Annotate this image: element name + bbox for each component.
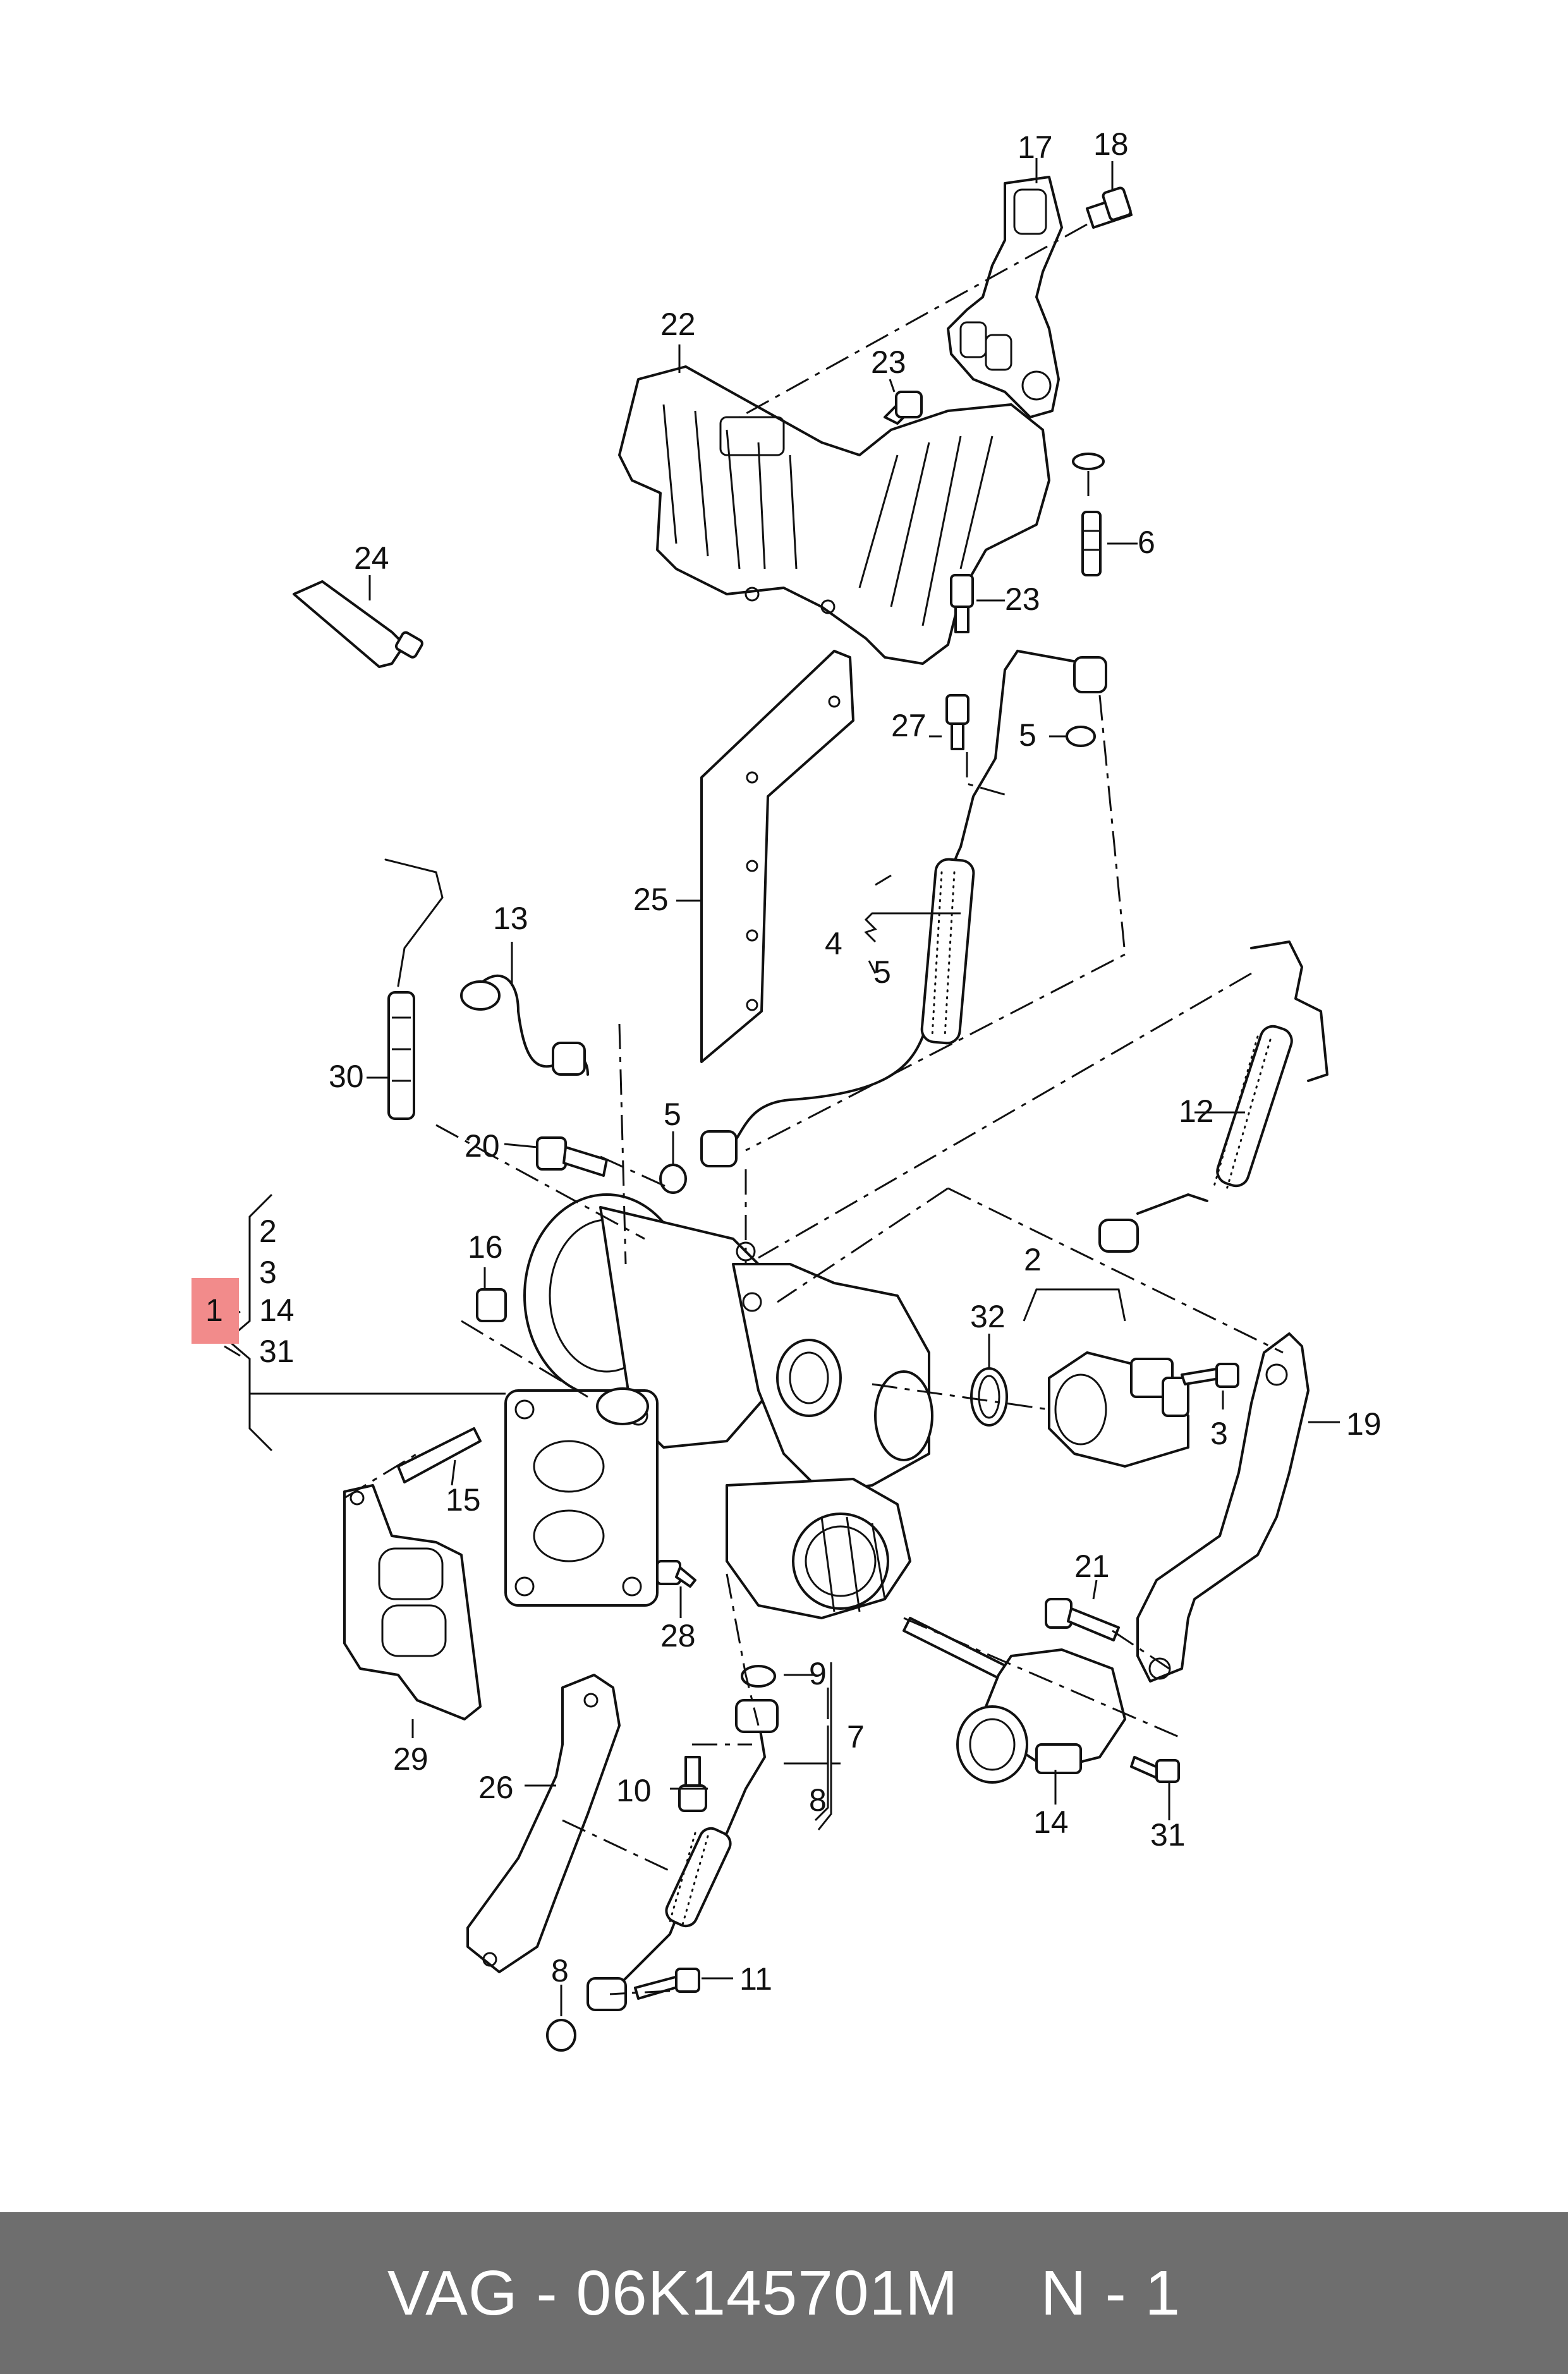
- callout-12: 12: [1179, 1093, 1214, 1129]
- position-sensor-14: [903, 1617, 1126, 1784]
- callout-23-lower: 23: [1005, 581, 1040, 617]
- callout-17: 17: [1018, 130, 1053, 165]
- washer-6: [1072, 453, 1105, 470]
- exploded-parts-diagram: 1 2 3 14 31 17 18 22 23 6 23 24 27 5 25 …: [191, 126, 1382, 2052]
- bolt-20: [536, 1136, 608, 1177]
- callout-5-upper: 5: [1019, 717, 1036, 753]
- callout-1-item-3: 3: [259, 1255, 277, 1290]
- bolt-3: [1181, 1363, 1239, 1388]
- callout-14: 14: [1033, 1805, 1069, 1840]
- footer-brand: VAG: [387, 2257, 518, 2328]
- seal-5-upper: [1066, 726, 1096, 747]
- callout-1-item-2: 2: [259, 1214, 277, 1249]
- callout-21: 21: [1074, 1549, 1110, 1584]
- callout-2: 2: [1024, 1242, 1042, 1277]
- callout-27: 27: [891, 708, 927, 743]
- callout-4: 4: [825, 926, 842, 961]
- bolt-23-lower: [950, 574, 974, 633]
- callout-29: 29: [393, 1741, 428, 1777]
- seal-8: [546, 2019, 576, 2052]
- callout-32: 32: [970, 1299, 1006, 1334]
- bolt-31: [1130, 1756, 1180, 1783]
- callout-26: 26: [478, 1770, 514, 1805]
- oring-32: [970, 1367, 1008, 1427]
- callout-31: 31: [1150, 1817, 1186, 1853]
- bolt-11: [634, 1968, 700, 2000]
- callout-23-upper: 23: [871, 344, 906, 380]
- callout-1-item-31: 31: [259, 1334, 295, 1369]
- callout-30: 30: [329, 1059, 364, 1094]
- footer-bar: VAG - 06K145701M N - 1: [0, 2212, 1568, 2374]
- bracket-19: [1136, 1332, 1310, 1683]
- bolt-18: [1086, 186, 1133, 229]
- callout-24: 24: [354, 540, 389, 576]
- gasket-29: [343, 1484, 482, 1720]
- bolt-10: [678, 1756, 707, 1812]
- stud-6: [1081, 511, 1102, 576]
- callout-22: 22: [660, 307, 696, 342]
- oil-line-4: [700, 649, 1107, 1167]
- coolant-line-12: [1098, 940, 1328, 1253]
- callout-25: 25: [633, 882, 669, 917]
- callout-5-lower: 5: [664, 1097, 681, 1132]
- footer-part-number: 06K145701M: [576, 2257, 959, 2328]
- callout-9: 9: [809, 1656, 827, 1691]
- callout-18: 18: [1093, 126, 1129, 162]
- callout-1-item-14: 14: [259, 1293, 295, 1328]
- callout-11: 11: [739, 1961, 772, 1997]
- callout-7: 7: [847, 1719, 865, 1755]
- coolant-line-13: [460, 974, 589, 1076]
- callout-15: 15: [446, 1482, 481, 1518]
- callout-13: 13: [493, 901, 528, 936]
- callout-16: 16: [468, 1229, 503, 1265]
- heat-shield-22: [618, 365, 1050, 665]
- actuator-2: [1048, 1351, 1189, 1468]
- heat-shield-25: [700, 650, 854, 1063]
- oxygen-sensor-30: [384, 858, 444, 1120]
- bolt-27: [945, 694, 969, 750]
- bolt-28: [656, 1560, 696, 1588]
- callout-28: 28: [660, 1618, 696, 1653]
- footer-separator: -: [536, 2257, 558, 2328]
- callout-4-item-5: 5: [873, 954, 891, 990]
- callout-8: 8: [551, 1953, 569, 1988]
- callout-6: 6: [1138, 525, 1155, 560]
- footer-text: VAG - 06K145701M N - 1: [387, 2257, 1181, 2330]
- seal-9: [741, 1665, 776, 1688]
- callout-1-highlight: [191, 1278, 239, 1344]
- turbocharger-1: [504, 1193, 933, 1619]
- callout-7-item-8: 8: [809, 1782, 827, 1818]
- callout-10: 10: [616, 1773, 652, 1808]
- callout-19: 19: [1346, 1406, 1382, 1442]
- seal-5-lower: [659, 1164, 687, 1194]
- nut-16: [476, 1288, 507, 1322]
- bracket-17: [947, 176, 1063, 418]
- heat-shield-26: [466, 1674, 621, 1973]
- callout-20: 20: [465, 1128, 500, 1164]
- bolt-21: [1045, 1598, 1120, 1641]
- oil-return-line-7: [586, 1699, 779, 2011]
- footer-page-ref: N - 1: [1040, 2257, 1181, 2328]
- callout-3: 3: [1210, 1416, 1228, 1451]
- stud-15: [397, 1427, 482, 1483]
- bolt-23-upper: [884, 391, 923, 425]
- callout-1: 1: [205, 1293, 223, 1328]
- sealant-tube-24: [293, 580, 423, 668]
